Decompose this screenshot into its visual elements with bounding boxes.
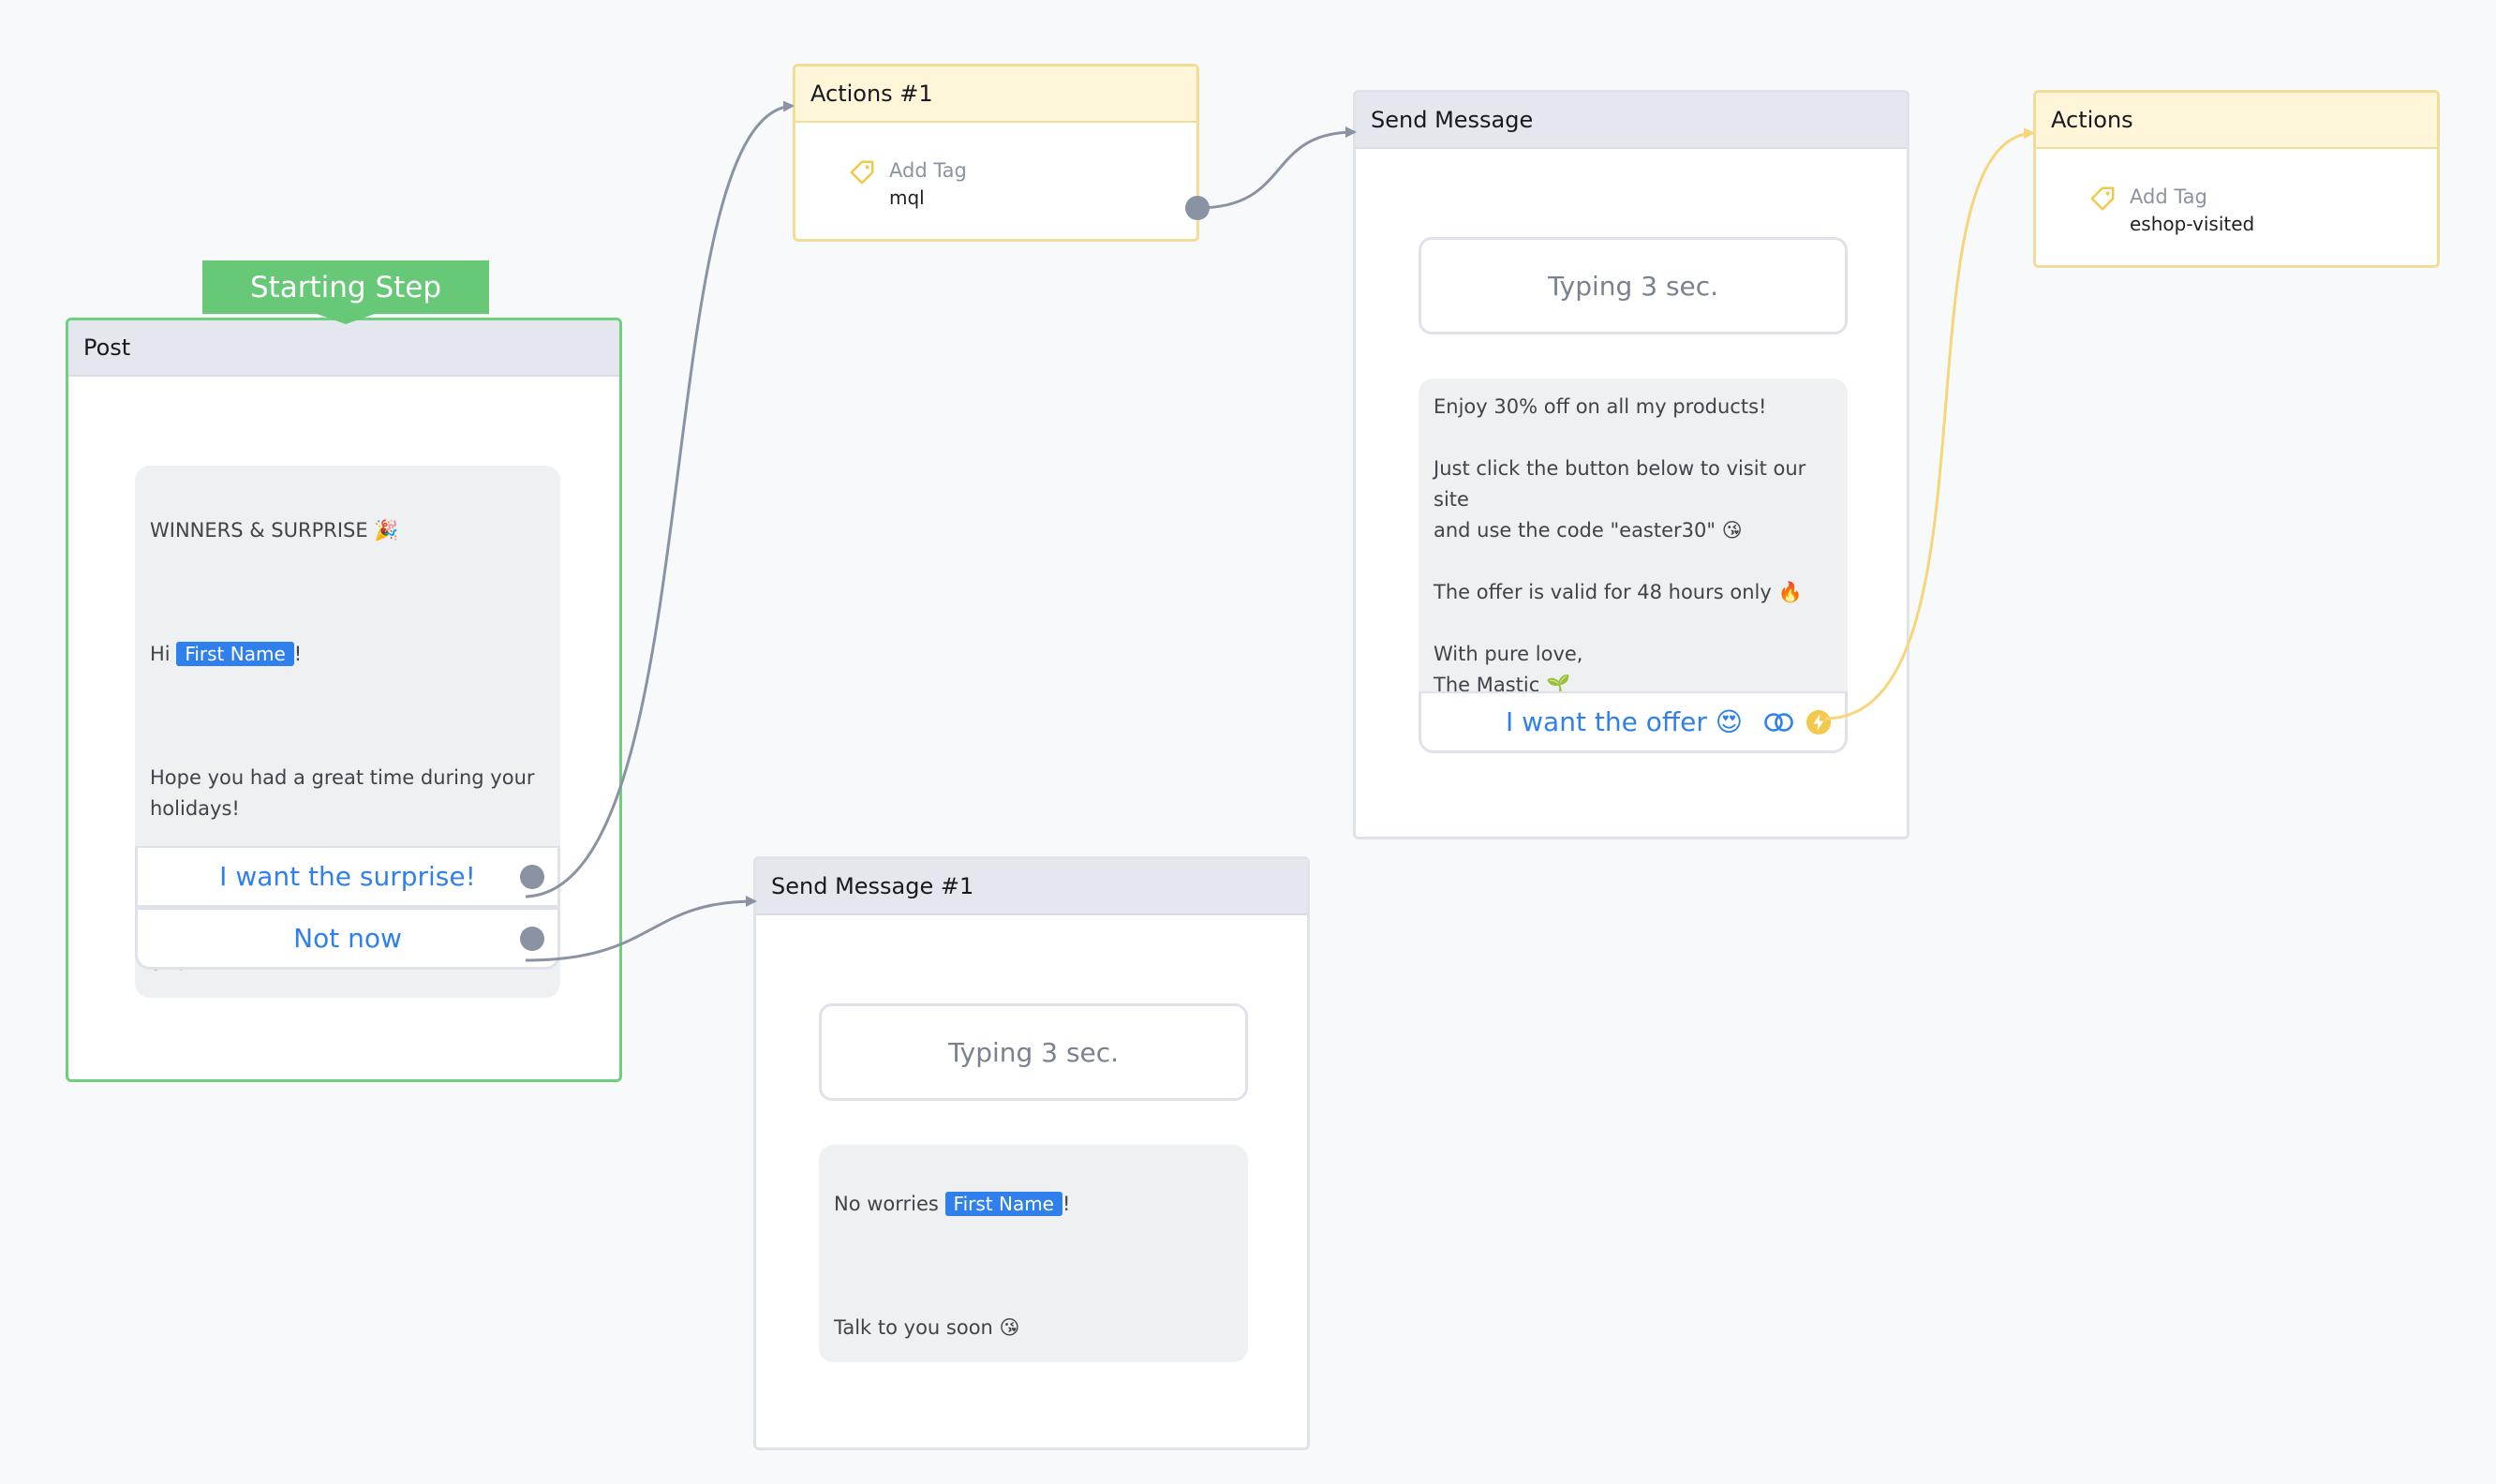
post-greeting: Hi First Name! [150, 639, 545, 670]
send-message1-body: Talk to you soon 😘 PS. In case you don't… [834, 1316, 1020, 1339]
send-message1-greeting: No worries First Name! [834, 1189, 1233, 1220]
send-message-node-title: Send Message [1371, 107, 1534, 133]
post-node-title: Post [83, 334, 131, 361]
connector-actions1-to-sendmessage [1196, 126, 1357, 210]
post-message-card[interactable]: WINNERS & SURPRISE 🎉 Hi First Name! Hope… [135, 466, 560, 998]
tag-icon [850, 160, 874, 185]
actions1-tag-value: mql [889, 186, 925, 209]
first-name-chip: First Name [176, 642, 294, 666]
not-now-button-label: Not now [293, 923, 402, 954]
post-greeting-suffix: ! [293, 643, 303, 665]
actions1-node-title: Actions #1 [810, 81, 933, 107]
send-message-card[interactable]: Enjoy 30% off on all my products! Just c… [1419, 378, 1848, 753]
actions2-tag-value: eshop-visited [2130, 213, 2255, 235]
actions1-node[interactable]: Actions #1 Add Tag mql [793, 64, 1199, 242]
not-now-button[interactable]: Not now [135, 908, 560, 970]
offer-button[interactable]: I want the offer 😍 [1419, 691, 1848, 753]
actions2-node[interactable]: Actions Add Tag eshop-visited [2033, 90, 2440, 268]
send-message-node[interactable]: Send Message Typing 3 sec. Enjoy 30% off… [1353, 90, 1909, 839]
starting-step-tab: Starting Step [202, 260, 489, 324]
starting-step-label: Starting Step [249, 271, 442, 304]
surprise-button[interactable]: I want the surprise! [135, 846, 560, 908]
surprise-button-label: I want the surprise! [219, 861, 476, 892]
surprise-button-port[interactable] [520, 864, 544, 889]
send-message1-typing-label: Typing 3 sec. [947, 1036, 1120, 1068]
send-message1-node-header[interactable]: Send Message #1 [756, 859, 1307, 915]
post-node-header[interactable]: Post [68, 320, 619, 377]
actions1-out-port[interactable] [1185, 196, 1210, 220]
send-message-typing-label: Typing 3 sec. [1547, 270, 1719, 302]
lightning-icon[interactable] [1805, 709, 1832, 735]
send-message1-node-title: Send Message #1 [771, 873, 974, 899]
send-message1-suffix: ! [1062, 1193, 1071, 1215]
post-greeting-prefix: Hi [150, 643, 177, 665]
tag-icon [2090, 186, 2115, 211]
actions2-node-title: Actions [2051, 107, 2133, 133]
send-message1-card[interactable]: No worries First Name! Talk to you soon … [819, 1145, 1248, 1362]
send-message1-node[interactable]: Send Message #1 Typing 3 sec. No worries… [753, 856, 1310, 1450]
send-message-node-header[interactable]: Send Message [1356, 93, 1907, 149]
post-node[interactable]: Post WINNERS & SURPRISE 🎉 Hi First Name!… [66, 318, 622, 1082]
actions2-node-header[interactable]: Actions [2036, 93, 2437, 149]
send-message1-typing[interactable]: Typing 3 sec. [819, 1003, 1248, 1101]
send-message1-prefix: No worries [834, 1193, 945, 1215]
post-message-text: WINNERS & SURPRISE 🎉 Hi First Name! Hope… [135, 466, 560, 974]
actions1-node-header[interactable]: Actions #1 [795, 67, 1196, 123]
not-now-button-port[interactable] [520, 926, 544, 951]
link-icon[interactable] [1762, 709, 1796, 735]
actions1-tag-label: Add Tag [889, 159, 967, 182]
send-message-text: Enjoy 30% off on all my products! Just c… [1434, 395, 1806, 696]
actions1-add-tag[interactable]: Add Tag mql [848, 156, 967, 211]
send-message1-text: No worries First Name! Talk to you soon … [819, 1145, 1248, 1362]
send-message-typing[interactable]: Typing 3 sec. [1419, 237, 1848, 334]
actions2-tag-label: Add Tag [2130, 186, 2207, 208]
first-name-chip: First Name [944, 1192, 1062, 1216]
offer-button-icons [1762, 709, 1832, 735]
offer-button-label: I want the offer 😍 [1506, 706, 1743, 737]
actions2-add-tag[interactable]: Add Tag eshop-visited [2088, 183, 2254, 237]
post-message-line1: WINNERS & SURPRISE 🎉 [150, 519, 399, 542]
